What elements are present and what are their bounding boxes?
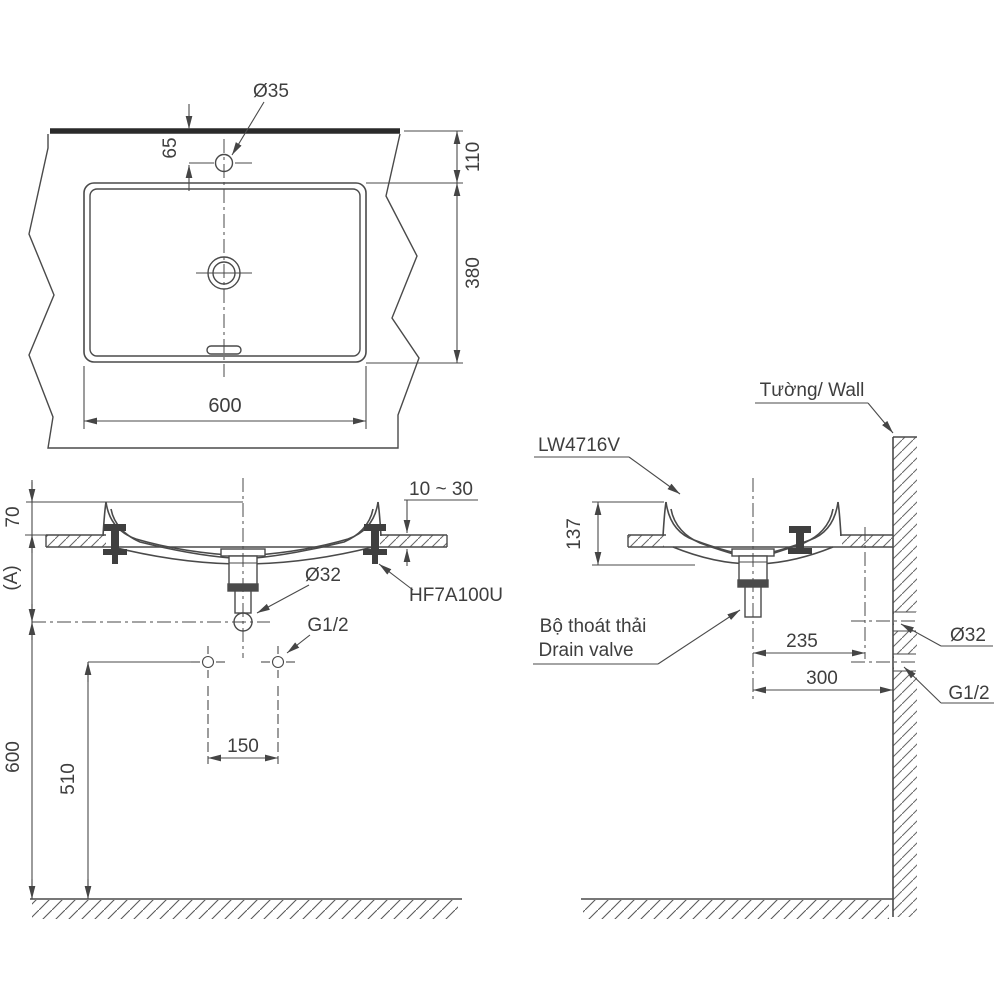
leader-wall-supply: [903, 666, 994, 704]
countertop-break-outline: [28, 133, 420, 449]
dim-drain-to-wall: 300: [806, 668, 838, 689]
dim-rim-above-counter: 70: [3, 506, 24, 527]
supply-hole-left: [191, 646, 225, 764]
leader-wall-drain: [900, 623, 993, 647]
dim-faucet-hole-dia: Ø35: [253, 81, 289, 102]
dim-drain-height: 600: [3, 741, 24, 773]
dim-counter-thickness: [403, 499, 478, 566]
dim-basin-depth: 380: [463, 257, 484, 289]
label-wall-supply-thread: G1/2: [948, 683, 989, 704]
mounting-bolt-side: [788, 526, 812, 554]
wall-supply-stub: [851, 653, 917, 672]
wall-section: [892, 436, 917, 917]
leader-drain-valve: [533, 609, 741, 665]
supply-hole-right: [261, 646, 295, 764]
dim-wall-to-basin: 110: [463, 142, 484, 172]
leader-drain-dia: [256, 584, 310, 614]
label-drain-valve-vi: Bộ thoát thải: [540, 616, 647, 637]
label-wall: Tường/ Wall: [760, 380, 865, 401]
front-view: 70 (A) 600 510 150: [1, 478, 503, 919]
label-wall-drain-dia: Ø32: [950, 625, 986, 646]
mounting-bolt-left: [103, 524, 127, 564]
leader-faucet-dia: [231, 101, 265, 156]
dim-ref-a: (A): [1, 565, 22, 590]
counter-section-front: [45, 534, 448, 548]
leader-product: [534, 456, 681, 495]
mounting-bolt-right: [363, 524, 387, 564]
drain-top: [196, 256, 252, 290]
label-drain-valve-en: Drain valve: [538, 640, 633, 661]
label-product-code: LW4716V: [538, 435, 620, 456]
wall-drain-stub: [851, 611, 917, 632]
label-counter-thickness: 10 ~ 30: [409, 479, 473, 500]
dim-600-width: [83, 366, 367, 429]
wall-hatch: [893, 437, 917, 917]
leader-supply-thread: [286, 634, 311, 654]
floor-hatch-front: [32, 900, 458, 919]
top-view: Ø35 65 600 110 380: [28, 81, 484, 449]
overflow-slot: [206, 345, 242, 355]
dim-basin-height: 137: [564, 518, 585, 550]
dim-137: [592, 501, 695, 566]
dim-65: [185, 104, 214, 191]
dim-basin-width: 600: [208, 395, 241, 417]
dim-110-380: [366, 130, 463, 364]
dim-supply-height: 510: [58, 763, 79, 795]
dim-510: [84, 661, 195, 899]
leader-wall: [755, 402, 894, 434]
floor-hatch-side: [583, 900, 889, 919]
dim-hole-to-wall: 65: [160, 137, 181, 158]
label-supply-thread: G1/2: [307, 615, 348, 636]
dim-drain-offset: 235: [786, 631, 818, 652]
dim-supply-spacing: 150: [227, 736, 259, 757]
leader-bracket: [378, 563, 414, 591]
side-view: 137 235 300 LW4716V Tường/ Wall Bộ thoát…: [533, 380, 994, 919]
counter-section-side: [627, 534, 893, 548]
label-bracket-code: HF7A100U: [409, 585, 503, 606]
basin-inner-rim: [89, 188, 361, 357]
label-drain-outlet-dia: Ø32: [305, 565, 341, 586]
basin-outer-rim: [83, 182, 367, 363]
